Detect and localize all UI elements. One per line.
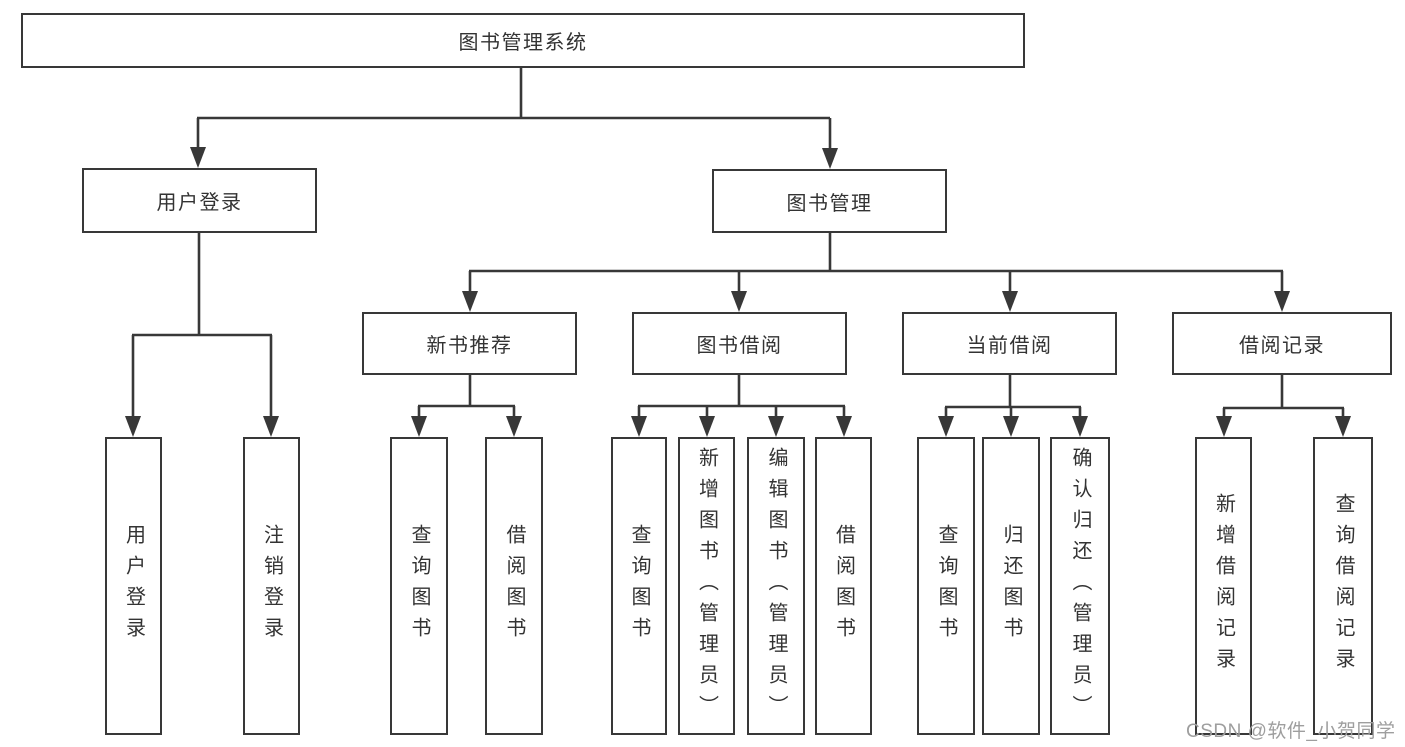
node-library-management-system: 图书管理系统 bbox=[21, 13, 1025, 68]
leaf-current-query-books: 查询图书 bbox=[917, 437, 975, 735]
leaf-label: 查询图书 bbox=[408, 524, 430, 648]
node-current-borrowing: 当前借阅 bbox=[902, 312, 1117, 375]
leaf-label: 注销登录 bbox=[260, 524, 283, 648]
node-label: 图书借阅 bbox=[696, 335, 783, 357]
node-book-management: 图书管理 bbox=[712, 169, 947, 233]
leaf-recommend-borrow-books: 借阅图书 bbox=[485, 437, 543, 735]
leaf-add-borrow-record: 新增借阅记录 bbox=[1195, 437, 1252, 735]
node-new-book-recommendation: 新书推荐 bbox=[362, 312, 577, 375]
leaf-label: 查询图书 bbox=[628, 524, 650, 648]
node-borrowing-records: 借阅记录 bbox=[1172, 312, 1392, 375]
node-label: 新书推荐 bbox=[426, 335, 513, 357]
node-book-borrowing: 图书借阅 bbox=[632, 312, 847, 375]
leaf-label: 用户登录 bbox=[122, 524, 145, 648]
node-label: 借阅记录 bbox=[1239, 335, 1325, 357]
leaf-label: 借阅图书 bbox=[832, 524, 855, 648]
leaf-user-login: 用户登录 bbox=[105, 437, 162, 735]
csdn-watermark: CSDN @软件_小贺同学 bbox=[1186, 721, 1396, 742]
leaf-edit-books-admin: 编辑图书（管理员） bbox=[747, 437, 805, 735]
leaf-label: 借阅图书 bbox=[503, 524, 525, 648]
node-user-login: 用户登录 bbox=[82, 168, 317, 233]
leaf-logout-login: 注销登录 bbox=[243, 437, 300, 735]
leaf-label: 归还图书 bbox=[1000, 524, 1022, 648]
leaf-label: 确认归还（管理员） bbox=[1069, 446, 1091, 726]
leaf-label: 查询图书 bbox=[935, 524, 957, 648]
leaf-borrowing-borrow-books: 借阅图书 bbox=[815, 437, 872, 735]
node-label: 图书管理 bbox=[786, 192, 873, 215]
leaf-label: 查询借阅记录 bbox=[1332, 493, 1354, 679]
leaf-label: 新增图书（管理员） bbox=[695, 446, 718, 726]
node-label: 当前借阅 bbox=[966, 335, 1053, 357]
leaf-borrowing-query-books: 查询图书 bbox=[611, 437, 667, 735]
node-label: 用户登录 bbox=[156, 192, 243, 214]
leaf-add-books-admin: 新增图书（管理员） bbox=[678, 437, 735, 735]
leaf-label: 新增借阅记录 bbox=[1212, 493, 1235, 679]
node-label: 图书管理系统 bbox=[458, 32, 588, 54]
leaf-query-borrow-record: 查询借阅记录 bbox=[1313, 437, 1373, 735]
leaf-confirm-return-admin: 确认归还（管理员） bbox=[1050, 437, 1110, 735]
leaf-label: 编辑图书（管理员） bbox=[765, 446, 787, 726]
leaf-recommend-query-books: 查询图书 bbox=[390, 437, 448, 735]
leaf-return-books: 归还图书 bbox=[982, 437, 1040, 735]
